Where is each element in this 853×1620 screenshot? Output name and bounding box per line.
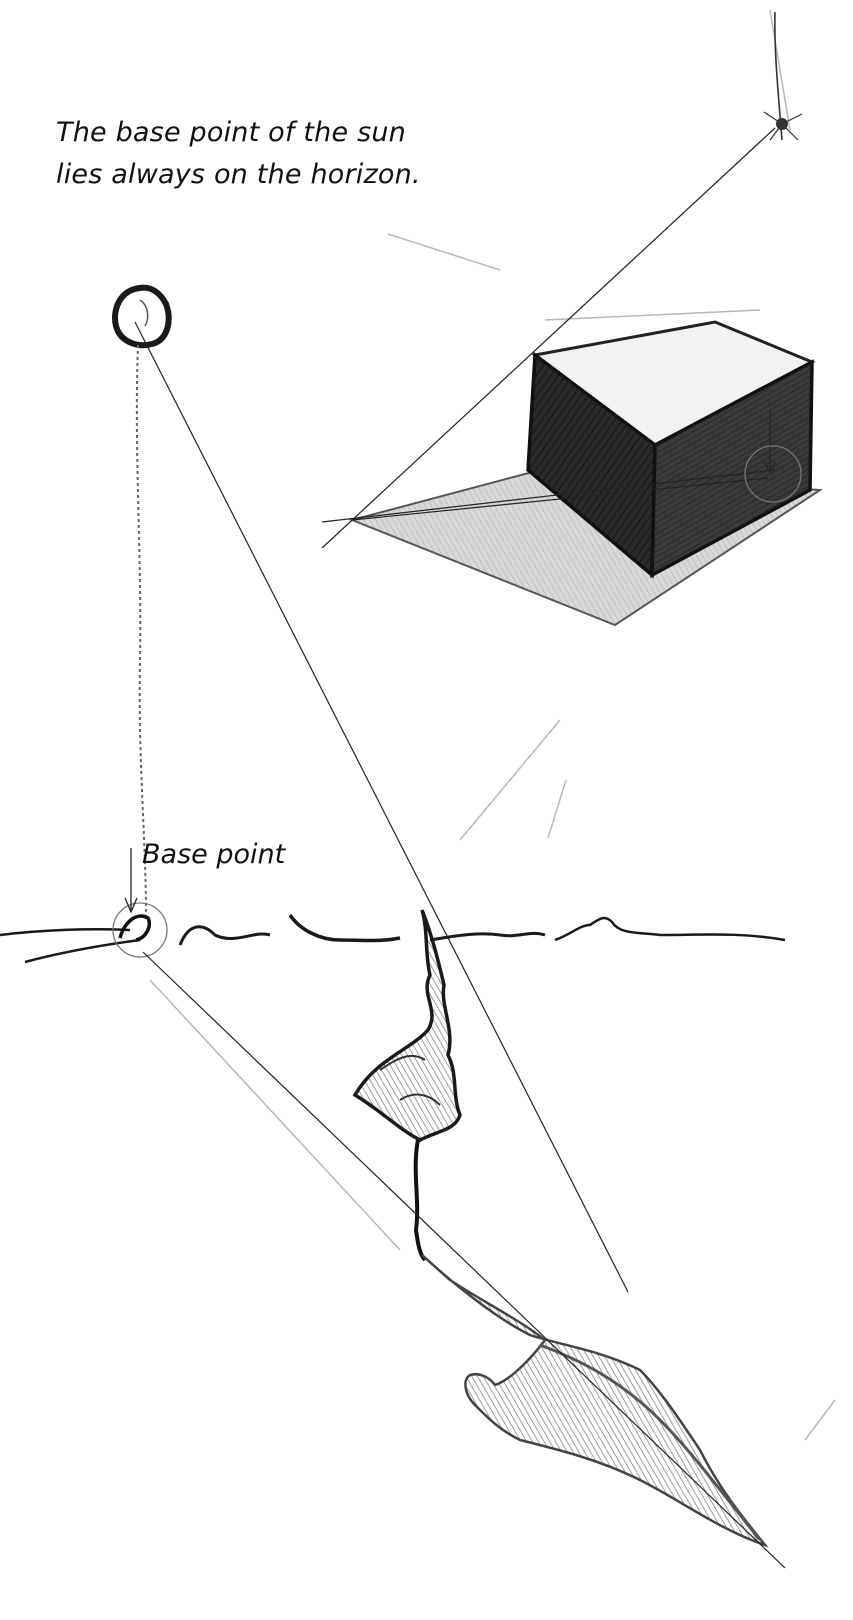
- sun-vertical-line: [137, 345, 146, 915]
- caption-line-1: The base point of the sun: [56, 112, 421, 154]
- distant-sun-icon: [764, 12, 802, 140]
- base-point-label: Base point: [142, 838, 285, 872]
- caption: The base point of the sun lies always on…: [56, 112, 421, 196]
- horizon-line: [0, 915, 785, 962]
- caption-line-2: lies always on the horizon.: [56, 154, 421, 196]
- tree-shadow: [422, 1255, 765, 1545]
- tree: [355, 910, 460, 1260]
- faint-strokes: [150, 10, 835, 1440]
